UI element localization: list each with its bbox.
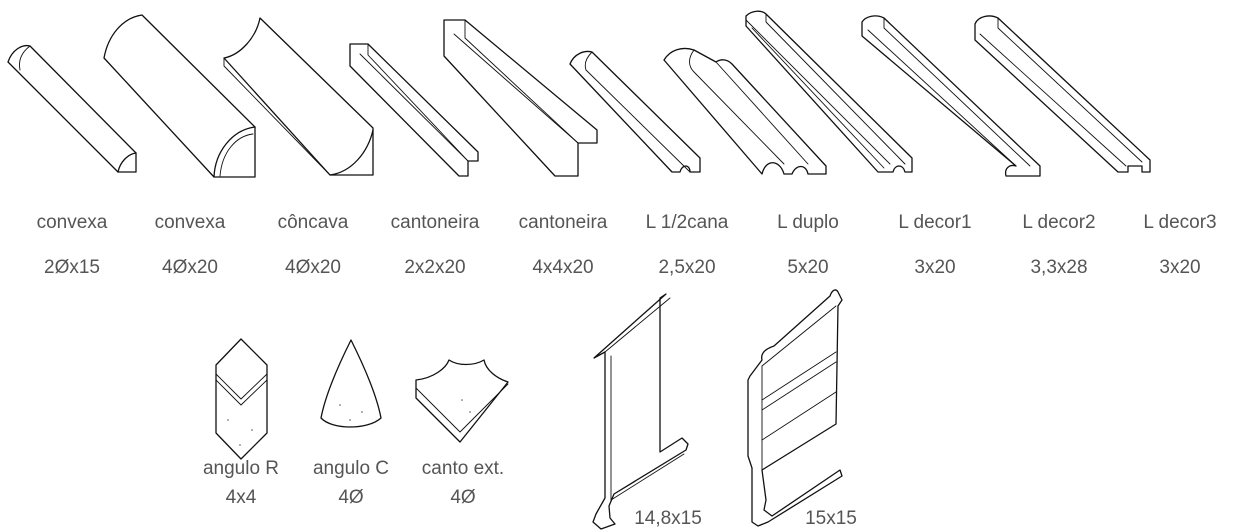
- label-angulo-c: angulo C: [312, 458, 390, 479]
- size-l-decor2: 3,3x28: [1030, 257, 1088, 278]
- label-l-meia-cana: L 1/2cana: [645, 212, 729, 233]
- label-convexa-2: convexa: [154, 212, 226, 233]
- size-convexa-1: 2Øx15: [44, 257, 100, 278]
- label-l-decor1: L decor1: [898, 212, 972, 233]
- drawing-l-decor3: [974, 15, 1151, 173]
- label-convexa-1: convexa: [36, 212, 108, 233]
- size-canto-ext: 4Ø: [450, 487, 476, 508]
- size-convexa-2: 4Øx20: [162, 257, 218, 278]
- label-l-decor2: L decor2: [1022, 212, 1096, 233]
- drawing-concava-4x20: [223, 17, 374, 176]
- size-plinth-1: 14,8x15: [634, 508, 702, 529]
- drawing-convexa-4x20: [103, 14, 256, 178]
- drawing-angulo-c: [320, 339, 382, 428]
- size-concava: 4Øx20: [285, 257, 341, 278]
- size-plinth-2: 15x15: [805, 508, 857, 529]
- drawing-plinth-14-8x15: [592, 293, 689, 530]
- label-l-decor3: L decor3: [1143, 212, 1217, 233]
- drawing-cantoneira-4x4x20: [443, 19, 598, 177]
- label-canto-ext: canto ext.: [421, 458, 505, 479]
- label-l-duplo: L duplo: [777, 212, 839, 233]
- drawing-l-duplo: [663, 47, 827, 175]
- drawing-l-decor2: [861, 15, 1041, 177]
- size-l-duplo: 5x20: [787, 257, 829, 278]
- label-angulo-r: angulo R: [202, 458, 280, 479]
- drawing-l-meia-cana: [569, 50, 701, 173]
- drawing-convexa-2x15: [7, 44, 137, 173]
- size-cantoneira-1: 2x2x20: [404, 257, 466, 278]
- drawing-canto-ext: [415, 359, 509, 443]
- drawing-cantoneira-2x2x20: [349, 43, 479, 177]
- drawing-plinth-15x15: [747, 289, 843, 527]
- size-l-decor3: 3x20: [1159, 257, 1201, 278]
- label-cantoneira-2: cantoneira: [518, 212, 608, 233]
- label-cantoneira-1: cantoneira: [390, 212, 480, 233]
- drawing-l-decor1: [745, 10, 913, 173]
- label-concava: côncava: [277, 212, 349, 233]
- size-angulo-c: 4Ø: [338, 487, 364, 508]
- size-cantoneira-2: 4x4x20: [532, 257, 594, 278]
- size-angulo-r: 4x4: [225, 487, 257, 508]
- drawing-angulo-r: [215, 338, 268, 460]
- size-l-meia-cana: 2,5x20: [658, 257, 716, 278]
- size-l-decor1: 3x20: [914, 257, 956, 278]
